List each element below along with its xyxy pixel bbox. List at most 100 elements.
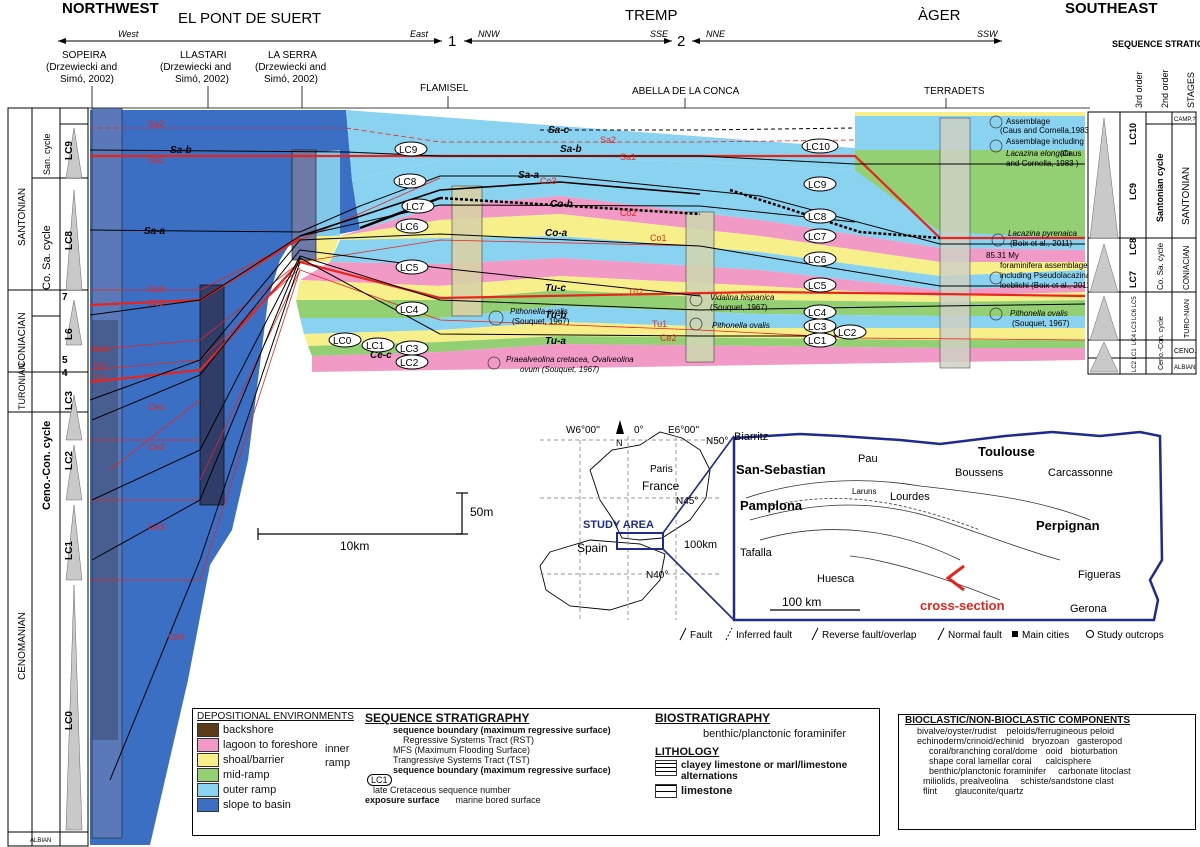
section-sopeira: SOPEIRA	[62, 50, 107, 61]
comp-bivalve: bivalve/oyster/rudist	[917, 726, 997, 736]
rcycle-ceno-con: Ceno.-Con. cycle	[1158, 316, 1165, 370]
oval-lc3-r: LC3	[808, 322, 827, 333]
oval-lc7: LC7	[406, 202, 425, 213]
scale-vertical: 50m	[470, 505, 493, 519]
label-tu1: Tu1	[92, 373, 107, 383]
map-legend-outcrops: Study outcrops	[1097, 630, 1164, 641]
comp-row-3: shape coral lamellar coral calcisphere	[899, 756, 1195, 766]
comp-bioturbation: bioturbation	[1070, 746, 1118, 756]
legend-seq-2: MFS (Maximum Flooding Surface)	[393, 745, 531, 755]
seq-lc2: LC2	[64, 451, 75, 470]
coord-n50: N50°	[706, 436, 728, 447]
dir-nnw: NNW	[478, 29, 501, 39]
swatch-lagoon	[197, 737, 219, 752]
city-boussens: Boussens	[955, 467, 1004, 479]
cross-section-label: cross-section	[920, 598, 1005, 613]
stage-coniacian: CONIACIAN	[17, 312, 28, 368]
label-tu-a: Tu-a	[545, 336, 566, 347]
dir-nne: NNE	[706, 29, 726, 39]
ann-pith1b: (Souquet, 1967)	[512, 317, 570, 326]
comp-coral: coral/branching coral/dome	[929, 746, 1038, 756]
seq-7: 7	[62, 292, 68, 303]
ann-pith2: Pithonella ovalis	[712, 321, 770, 330]
seq-lc1: LC1	[64, 541, 75, 560]
env-slope: slope to basin	[223, 798, 291, 811]
city-huesca: Huesca	[817, 573, 855, 585]
city-pau: Pau	[858, 453, 878, 465]
right-triangles	[1089, 117, 1119, 373]
legend-seq-7: marine bored surface	[455, 795, 541, 805]
label-co2: Co2	[148, 298, 165, 308]
cycle-ceno-con: Ceno.-Con. cycle	[41, 421, 53, 510]
swatch-limestone	[655, 784, 677, 798]
city-gerona: Gerona	[1070, 603, 1108, 615]
lith-clayey: clayey limestone or marl/limestone alter…	[681, 760, 848, 782]
swatch-slope	[197, 797, 219, 812]
ann-praea: Praealveolina cretacea, Ovalveolina	[506, 355, 634, 364]
label-co1-r: Co1	[650, 233, 667, 243]
seq-lc3: LC3	[64, 391, 75, 410]
dir-west: West	[118, 29, 139, 39]
comp-shape-coral: shape coral lamellar coral	[929, 756, 1032, 766]
map-legend-reverse: Reverse fault/overlap	[822, 630, 917, 641]
location-map: N	[539, 420, 1164, 622]
marker-2: 2	[677, 33, 685, 50]
comp-schiste: schiste/sandstone clast	[1020, 776, 1114, 786]
ann-pith3: Pithonella ovalis	[1010, 309, 1068, 318]
city-carcassonne: Carcassonne	[1048, 467, 1113, 479]
map-legend-cities: Main cities	[1022, 630, 1069, 641]
stage-cenomanian: CENOMANIAN	[17, 612, 28, 680]
stage-turonian: TURONIAN	[17, 363, 27, 410]
oval-lc0: LC0	[333, 336, 352, 347]
section-llastari: LLASTARI	[180, 50, 227, 61]
city-tafalla: Tafalla	[740, 547, 773, 559]
legend-env-2: shoal/barrier	[197, 752, 363, 767]
map-cities: Biarritz Pau Boussens Carcassonne Laruns…	[650, 431, 1121, 615]
legend-env-0: backshore	[197, 722, 363, 737]
label-sa-a: Sa-a	[144, 226, 166, 237]
oval-lc8: LC8	[398, 177, 417, 188]
fossil-annotations: Assemblage (Caus and Cornella,1983) Asse…	[506, 117, 1094, 374]
seq-l6: L6	[64, 328, 75, 340]
comp-calcisphere: calcisphere	[1045, 756, 1092, 766]
comp-gasteropod: gasteropod	[1077, 736, 1123, 746]
ann-boix1b: (Boix et al., 2011)	[1010, 239, 1072, 248]
section-llastari-ref: (Drzewiecki and	[160, 62, 231, 73]
label-sa2-r: Sa2	[600, 135, 616, 145]
label-sa-c: Sa-c	[548, 125, 570, 136]
northwest-label: NORTHWEST	[62, 0, 159, 17]
seq-lc0: LC0	[64, 711, 75, 730]
rstage-ceno: CENO.	[1174, 348, 1196, 355]
comp-litoclast: carbonate litoclast	[1058, 766, 1131, 776]
rseq-lc7: LC7	[1128, 271, 1138, 288]
legend-seq-title: SEQUENCE STRATIGRAPHY	[365, 711, 530, 725]
rstage-santonian: SANTONIAN	[1181, 167, 1192, 225]
rcycle-co-sa: Co. Sa. cycle	[1156, 242, 1165, 290]
comp-row-1: echinoderm/crinoid/echinid bryozoan gast…	[899, 736, 1195, 746]
map-scale-small: 100km	[684, 539, 717, 551]
label-ce-c: Ce-c	[370, 350, 392, 361]
country-spain: Spain	[577, 541, 608, 555]
scale-bars	[257, 492, 468, 540]
oval-lc5-r: LC5	[808, 281, 827, 292]
coord-0: 0°	[634, 425, 644, 436]
stages-label: STAGES	[1186, 72, 1196, 108]
city-laruns: Laruns	[852, 487, 876, 496]
legend-comp-title: BIOCLASTIC/NON-BIOCLASTIC COMPONENTS	[905, 715, 1130, 726]
comp-benthic: benthic/planctonic foraminifer	[929, 766, 1047, 776]
ann-caus1b: (Caus and Cornella,1983)	[1000, 126, 1092, 135]
section-la-serra-ref: (Drzewiecki and	[255, 62, 326, 73]
label-tu2-r: Tu2	[628, 287, 643, 297]
label-tu-c: Tu-c	[545, 283, 566, 294]
ann-praeab: ovum (Souquet, 1967)	[520, 365, 599, 374]
map-legend-fault: Fault	[690, 630, 712, 641]
label-tu2: Tu2	[92, 361, 107, 371]
coord-w6: W6°00''	[566, 425, 600, 436]
rseq-lc8: LC8	[1128, 238, 1138, 255]
oval-lc7-r: LC7	[808, 232, 827, 243]
rstage-turonian: TURO-NIAN	[1184, 299, 1191, 338]
legend-lith-0: clayey limestone or marl/limestone alter…	[655, 760, 875, 782]
section-ticks	[8, 86, 1090, 109]
comp-row-6: flint glauconite/quartz	[899, 786, 1195, 796]
label-co-b: Co-b	[550, 199, 573, 210]
